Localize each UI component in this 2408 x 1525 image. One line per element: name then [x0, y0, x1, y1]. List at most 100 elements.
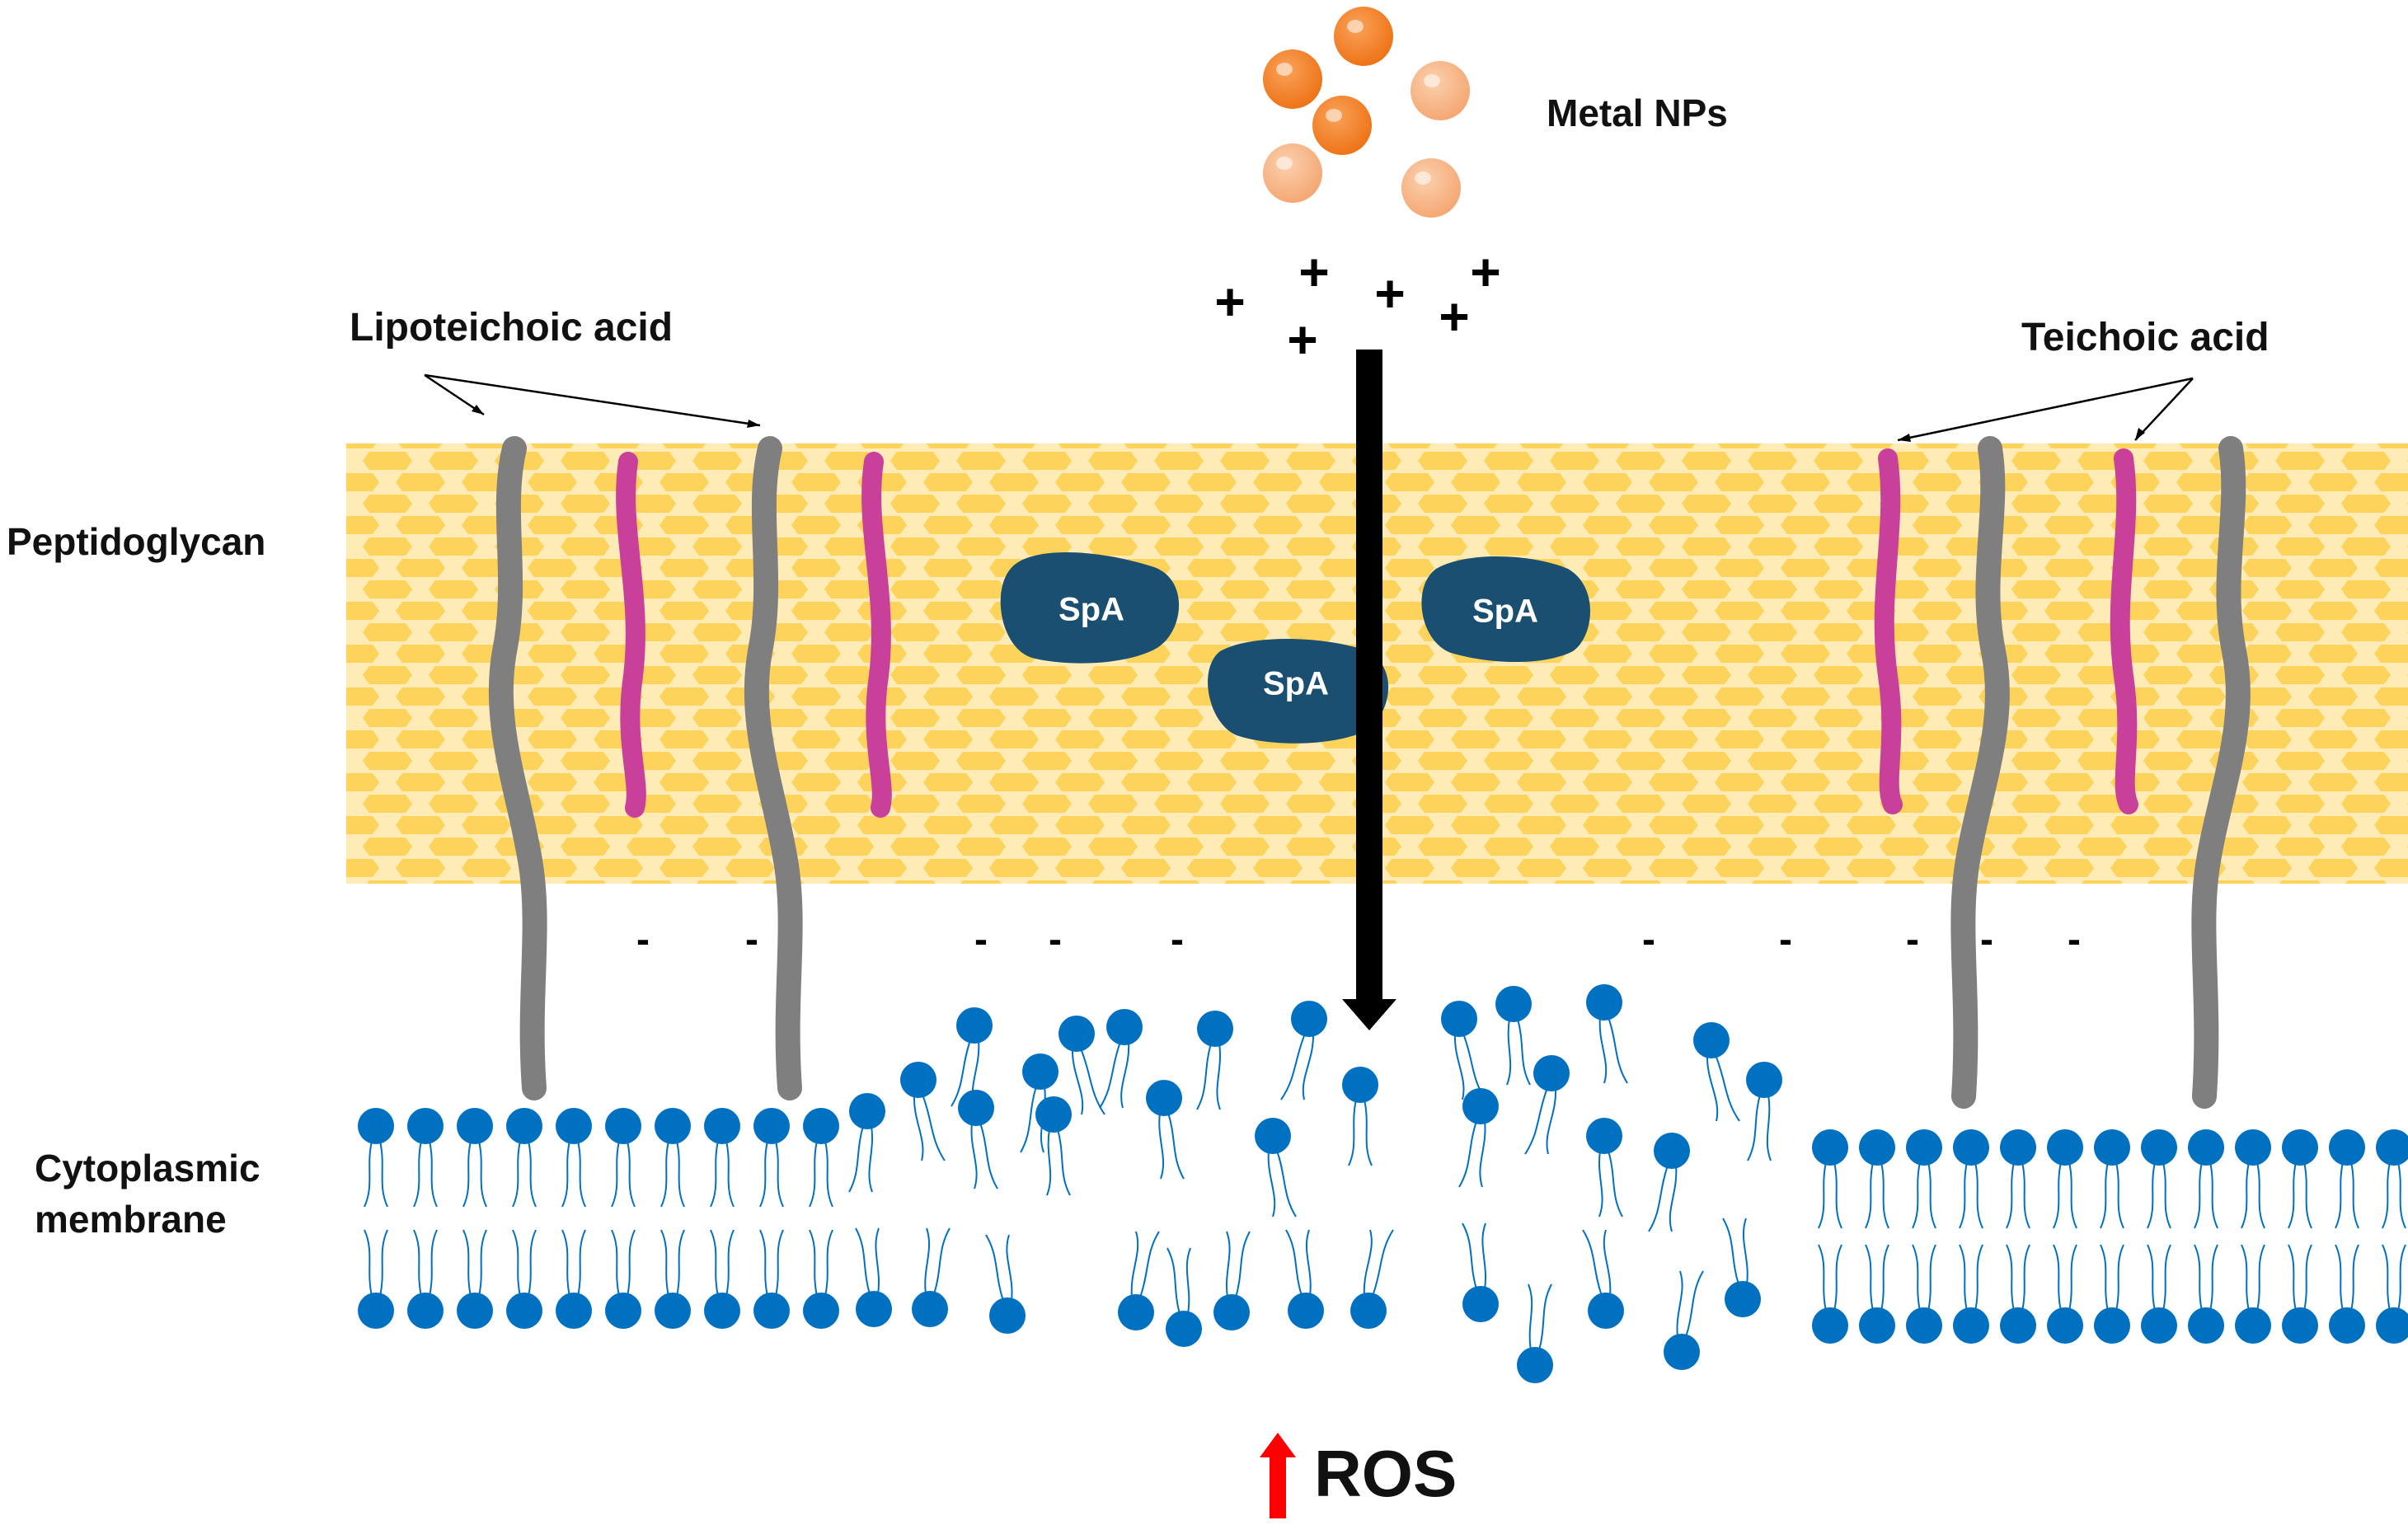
phospholipid: [1812, 1129, 1848, 1229]
phospholipid: [1524, 1055, 1570, 1155]
spa-label: SpA: [1263, 665, 1329, 702]
phospholipid: [506, 1229, 542, 1329]
teichoic-acid-strand: [1874, 448, 1903, 814]
lipoteichoic-acid-strand: [488, 436, 547, 1100]
phospholipid: [1280, 1001, 1327, 1100]
phospholipid: [912, 1227, 951, 1327]
phospholipid: [1458, 1088, 1499, 1188]
phospholipid: [855, 1227, 892, 1327]
phospholipid: [407, 1229, 444, 1329]
peptidoglycan-label: Peptidoglycan: [7, 520, 266, 563]
phospholipid: [605, 1108, 641, 1208]
nanoparticle: [1401, 158, 1461, 218]
phospholipid: [1906, 1244, 1942, 1344]
lipoteichoic-acid-strand: [744, 436, 803, 1100]
negative-charge: -: [1642, 917, 1655, 962]
phospholipid: [753, 1229, 790, 1329]
phospholipid: [1462, 1222, 1499, 1322]
nanoparticle: [1312, 96, 1372, 155]
phospholipid: [1953, 1129, 1989, 1229]
phospholipid: [1035, 1096, 1072, 1196]
teichoic-acid-pointers: [1897, 377, 2194, 442]
phospholipid: [2047, 1129, 2083, 1229]
spa-label: SpA: [1058, 591, 1124, 628]
phospholipid: [2188, 1244, 2224, 1344]
phospholipid: [457, 1108, 493, 1208]
phospholipid: [2141, 1129, 2177, 1229]
teichoic-acid-label: Teichoic acid: [2021, 316, 2270, 359]
phospholipid: [704, 1108, 740, 1208]
phospholipid: [655, 1229, 691, 1329]
phospholipid: [803, 1229, 839, 1329]
phospholipid: [704, 1229, 740, 1329]
ros-label: ROS: [1314, 1437, 1457, 1510]
phospholipid: [2141, 1244, 2177, 1344]
phospholipid: [1118, 1231, 1160, 1330]
lipoteichoic-acid-strand: [2191, 436, 2251, 1109]
cytoplasmic-membrane-label: Cytoplasmic membrane: [35, 1143, 261, 1245]
spa-proteins: [1000, 552, 1590, 744]
phospholipid: [2094, 1129, 2130, 1229]
phospholipid: [1255, 1118, 1297, 1218]
phospholipid: [1746, 1062, 1782, 1161]
phospholipid: [556, 1229, 592, 1329]
phospholipid: [1058, 1016, 1105, 1115]
spa-protein-blob: [1000, 552, 1180, 664]
negative-charge: -: [636, 917, 650, 962]
teichoic-acid-strand: [2110, 448, 2138, 814]
cytoplasmic-membrane: [358, 984, 2408, 1383]
metal-nanoparticles: [1263, 7, 1470, 218]
phospholipid: [2000, 1129, 2036, 1229]
phospholipid: [1586, 1118, 1623, 1218]
nanoparticle: [1263, 143, 1322, 203]
phospholipid: [1664, 1270, 1704, 1370]
metal-nps-label: Metal NPs: [1547, 92, 1728, 134]
phospholipid: [2000, 1244, 2036, 1344]
spa-protein-blob: [1421, 556, 1590, 663]
phospholipid: [1517, 1283, 1553, 1383]
cytoplasmic-membrane-label-line1: Cytoplasmic: [35, 1147, 261, 1190]
phospholipid: [1350, 1229, 1394, 1329]
spa-label: SpA: [1472, 593, 1538, 630]
negative-charge: -: [1049, 917, 1062, 962]
phospholipid: [2376, 1129, 2408, 1229]
phospholipid: [358, 1229, 394, 1329]
phospholipid: [2376, 1244, 2408, 1344]
positive-charge: +: [1374, 264, 1406, 323]
phospholipid: [1582, 1229, 1624, 1329]
teichoic-acid-group: [616, 448, 2138, 818]
negative-charge: -: [1779, 917, 1792, 962]
positive-charge: +: [1287, 310, 1318, 369]
phospholipid: [1166, 1247, 1202, 1347]
phospholipid: [2094, 1244, 2130, 1344]
phospholipid: [2047, 1244, 2083, 1344]
phospholipid: [2188, 1129, 2224, 1229]
phospholipid: [506, 1108, 542, 1208]
phospholipid: [2282, 1129, 2318, 1229]
positive-charge: +: [1470, 242, 1501, 302]
phospholipid: [358, 1108, 394, 1208]
negative-charge: -: [2068, 917, 2081, 962]
phospholipid: [848, 1093, 885, 1193]
phospholipid: [1648, 1133, 1690, 1232]
phospholipid: [1099, 1009, 1143, 1109]
phospholipid: [1213, 1231, 1251, 1330]
phospholipid: [1586, 984, 1628, 1084]
phospholipid: [2329, 1129, 2365, 1229]
lipoteichoic-acid-group: [488, 436, 2251, 1109]
teichoic-acid-strand: [616, 452, 646, 818]
phospholipid: [1722, 1218, 1761, 1317]
phospholipid: [1693, 1022, 1740, 1122]
phospholipid: [2329, 1244, 2365, 1344]
positive-charge: +: [1439, 287, 1470, 346]
phospholipid: [1342, 1067, 1378, 1166]
spa-protein-blob: [1208, 638, 1389, 744]
phospholipid: [457, 1229, 493, 1329]
phospholipid: [2235, 1129, 2271, 1229]
phospholipid: [2282, 1244, 2318, 1344]
lipoteichoic-acid-label: Lipoteichoic acid: [350, 306, 674, 350]
phospholipid: [1812, 1244, 1848, 1344]
lipoteichoic-acid-strand: [1950, 436, 2010, 1109]
phospholipid: [1196, 1011, 1233, 1110]
